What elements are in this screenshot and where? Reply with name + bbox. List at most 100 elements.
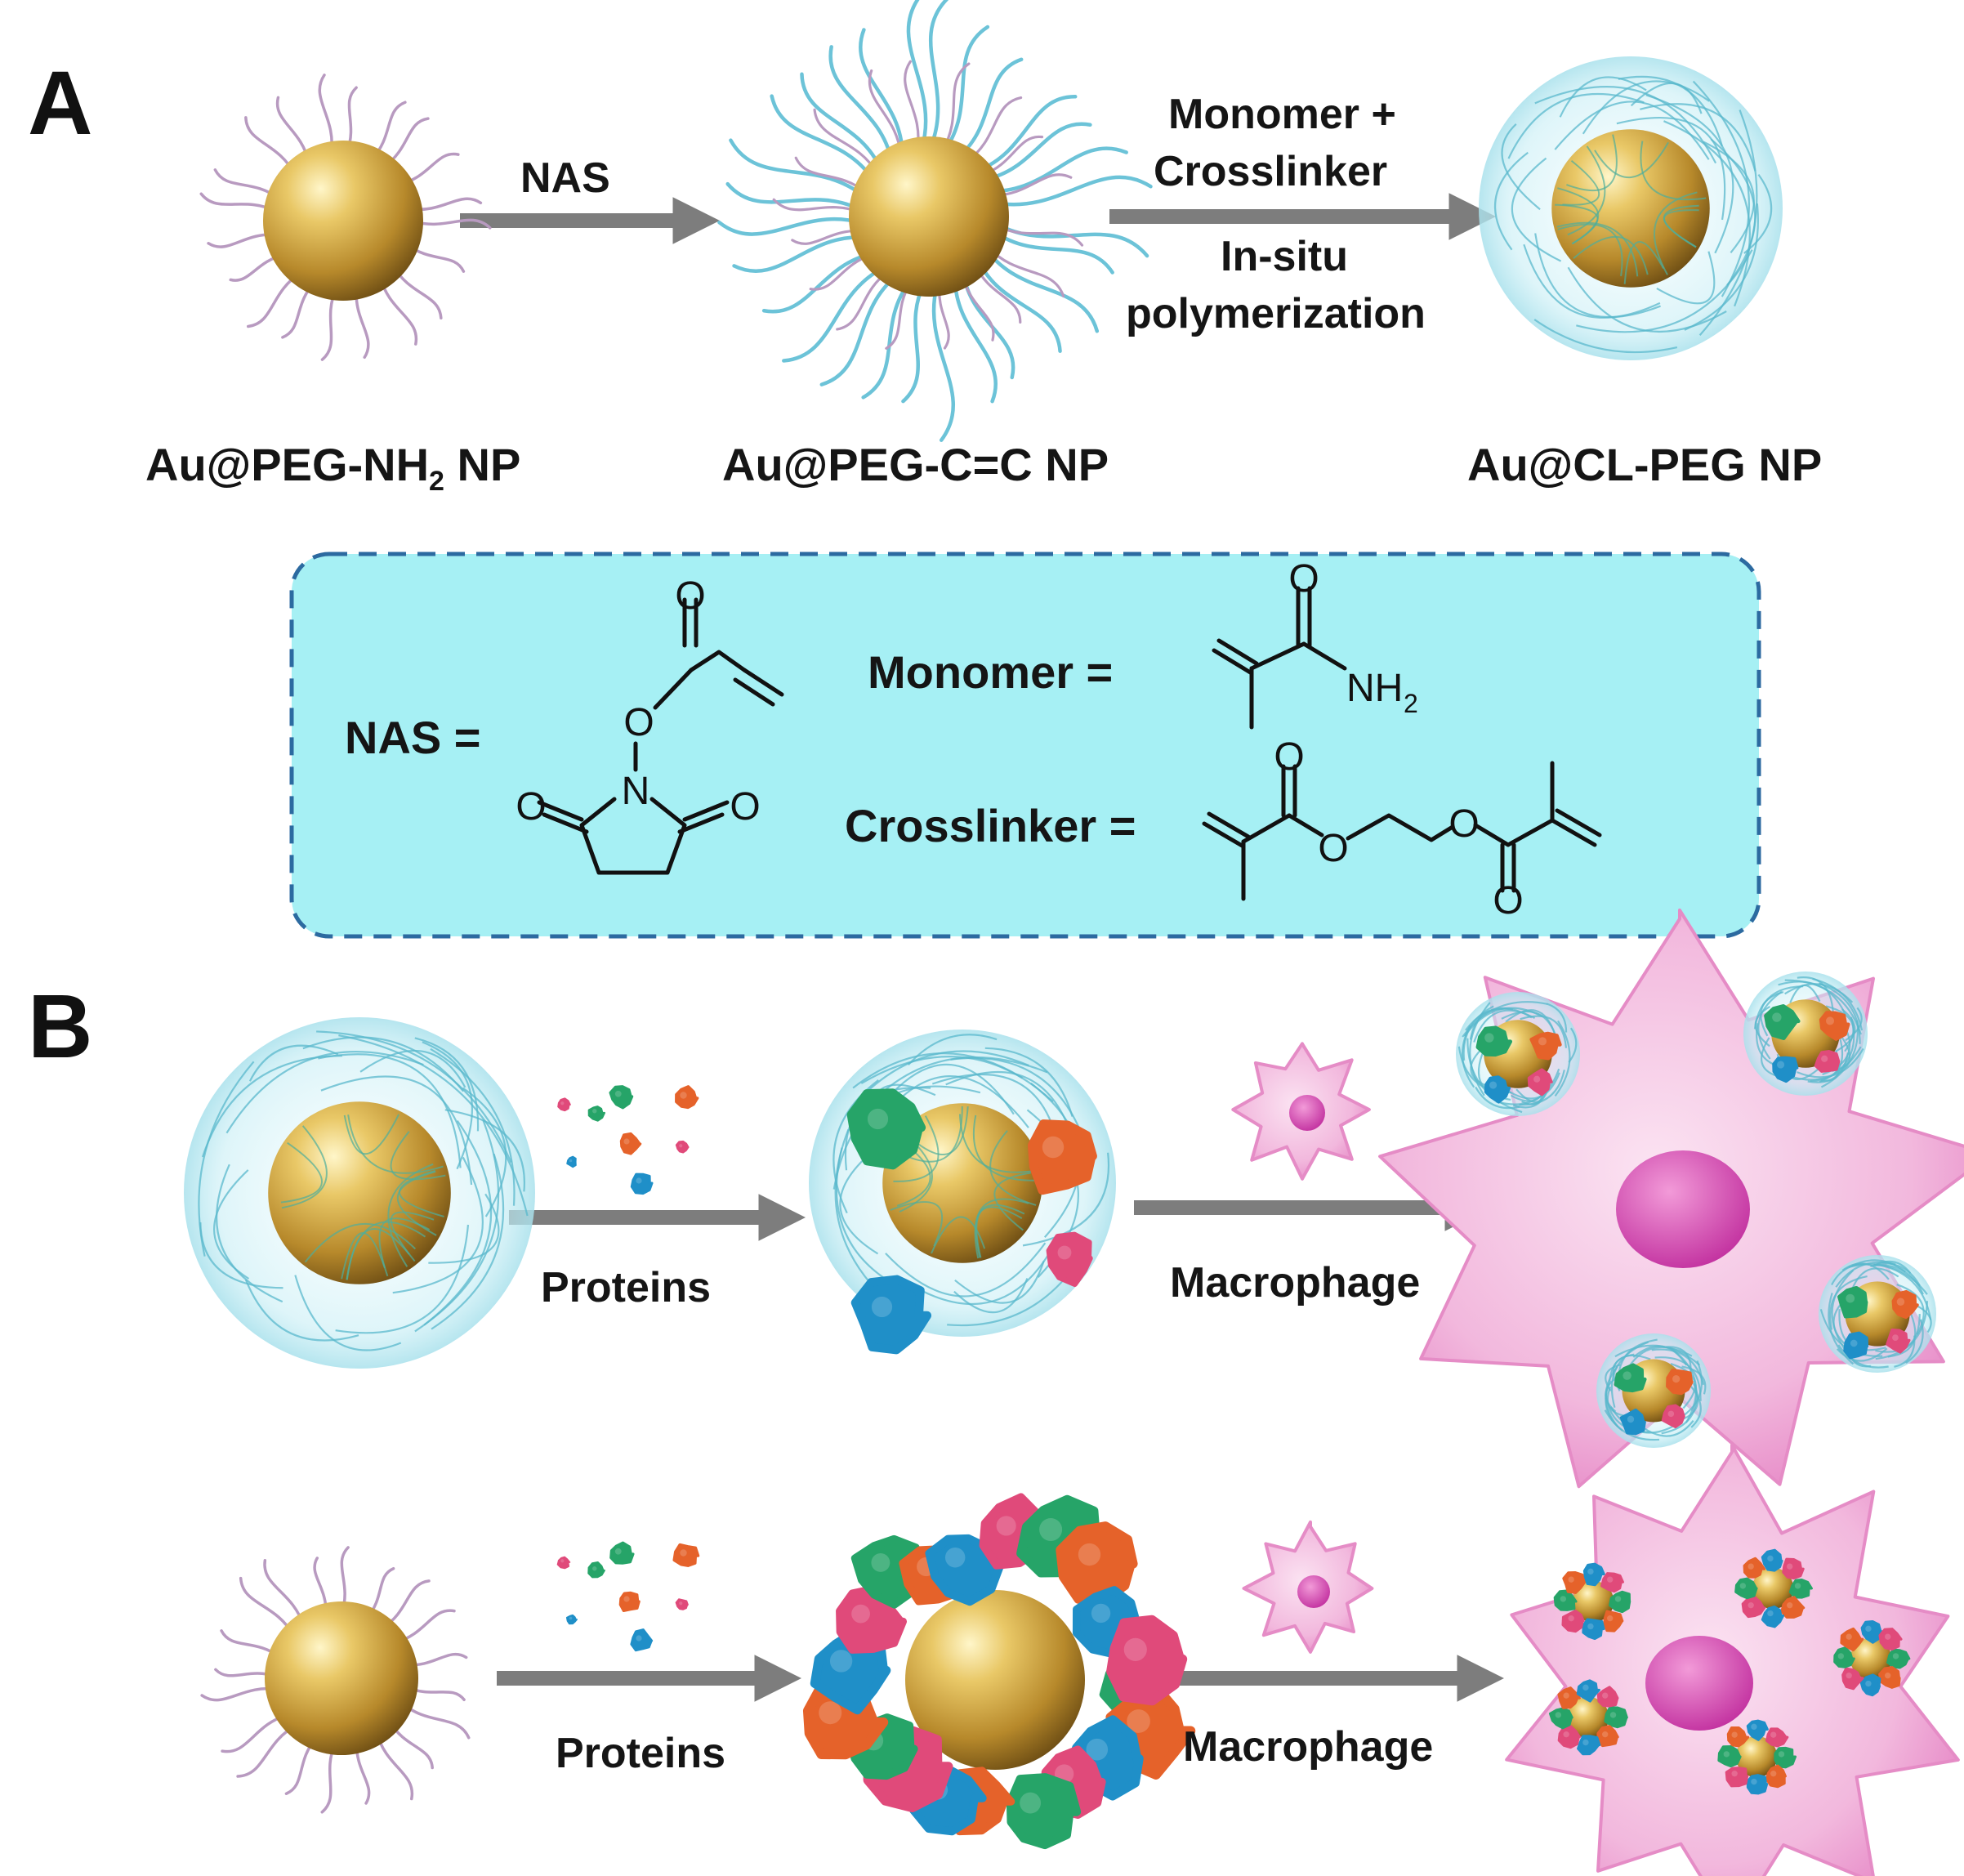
protein-blob: [1833, 1646, 1855, 1668]
protein-highlight: [1623, 1371, 1631, 1380]
gold-core: [1735, 1735, 1778, 1778]
crosslink-strand: [1784, 979, 1862, 1035]
protein-highlight: [569, 1159, 573, 1163]
crosslink-strand: [1875, 1301, 1929, 1360]
np-label-crosslinked: Au@CL-PEG NP: [1467, 439, 1823, 490]
protein-highlight: [1786, 1563, 1793, 1570]
protein-blob: [1600, 1572, 1624, 1593]
crosslink-strand: [984, 1047, 1074, 1117]
protein-highlight: [1601, 1731, 1609, 1738]
crosslink-strand: [1520, 1015, 1568, 1048]
protein-highlight: [560, 1559, 565, 1563]
crosslink-strand: [1640, 141, 1707, 201]
protein-highlight: [1739, 1583, 1747, 1589]
protein-highlight: [569, 1616, 573, 1620]
crosslink-strand: [1835, 1261, 1896, 1288]
protein-blob: [1614, 1363, 1647, 1393]
protein-blob: [1878, 1666, 1901, 1689]
crosslink-strand: [1887, 1313, 1917, 1358]
gold-core: [263, 141, 423, 301]
crosslink-strand: [347, 1114, 444, 1174]
gold-core: [882, 1103, 1042, 1263]
peg-alkene-ligand: [800, 72, 882, 171]
protein-blob: [566, 1155, 577, 1168]
protein-highlight: [1039, 1518, 1063, 1542]
crosslink-strand: [1594, 141, 1669, 179]
protein-highlight: [1614, 1596, 1622, 1602]
nucleus: [1297, 1575, 1330, 1608]
protein-highlight: [1767, 1555, 1774, 1562]
protein-blob: [1582, 1618, 1605, 1641]
crosslink-strand: [1656, 251, 1716, 305]
legend-nas-label: NAS =: [345, 712, 481, 763]
peg-alkene-ligand: [984, 122, 1092, 181]
crosslink-strand: [397, 1170, 437, 1236]
protein-blob: [846, 1088, 926, 1170]
peg-alkene-ligand: [976, 95, 1078, 172]
crosslink-strand: [1753, 985, 1804, 1030]
crosslink-strand: [1511, 157, 1562, 262]
protein-highlight: [1770, 1770, 1777, 1777]
peg-alkene-ligand: [725, 181, 864, 212]
gold-core: [1551, 129, 1710, 288]
crosslink-strand: [1757, 990, 1783, 1060]
crosslink-strand: [1786, 1046, 1862, 1081]
peg-ligand: [904, 60, 920, 151]
protein-blob: [556, 1556, 571, 1570]
protein-blob: [1619, 1408, 1646, 1436]
protein-blob: [1609, 1590, 1631, 1614]
protein-highlight: [1778, 1751, 1785, 1758]
crosslink-strand: [954, 1261, 1045, 1304]
protein-highlight: [1865, 1680, 1872, 1687]
legend-box: [289, 552, 1761, 939]
step-nas-label: NAS: [520, 154, 610, 202]
crosslink-strand: [1475, 1086, 1520, 1110]
crosslink-strand: [1828, 1293, 1855, 1365]
protein-blob: [1741, 1596, 1766, 1619]
legend-monomer-label: Monomer =: [868, 646, 1114, 698]
protein-blob: [1577, 1735, 1601, 1756]
crosslink-strand: [884, 1063, 1015, 1115]
protein-highlight: [1884, 1672, 1891, 1679]
protein-highlight: [1555, 1712, 1562, 1718]
peg-alkene-ligand: [943, 25, 990, 153]
peg-alkene-ligand: [985, 249, 1100, 333]
protein-highlight: [1533, 1075, 1541, 1083]
peg-ligand: [994, 224, 1084, 247]
protein-highlight: [871, 1553, 890, 1572]
peg-ligand: [941, 62, 971, 152]
crosslink-strand: [1666, 1346, 1692, 1374]
crosslink-strand: [909, 1106, 969, 1156]
crosslink-strand: [1507, 92, 1645, 159]
crosslink-strand: [1523, 243, 1661, 319]
protein-highlight: [1846, 1293, 1855, 1303]
protein-blob: [1046, 1231, 1093, 1287]
gold-core: [1572, 1580, 1614, 1623]
protein-blob: [850, 1275, 932, 1355]
crosslink-strand: [1533, 319, 1678, 354]
protein-blob: [618, 1591, 641, 1612]
protein-highlight: [1748, 1601, 1754, 1609]
protein-blob: [609, 1541, 635, 1565]
protein-highlight: [1794, 1583, 1801, 1589]
crosslink-strand: [294, 1275, 402, 1351]
peg-alkene-ligand: [901, 282, 926, 404]
peg-ligand: [988, 247, 1065, 298]
gold-core: [1850, 1637, 1892, 1680]
peg-alkene-ligand: [977, 260, 1062, 353]
crosslink-strand: [378, 1217, 431, 1277]
crosslink-strand: [346, 1221, 426, 1280]
crosslink-strand: [893, 1115, 940, 1182]
crosslink-strand: [1761, 1037, 1779, 1078]
protein-highlight: [1627, 1415, 1635, 1423]
peg-alkene-ligand: [931, 282, 956, 442]
peg-alkene-ligand: [732, 235, 866, 273]
crosslink-strand: [885, 1242, 1047, 1298]
crosslink-strand: [958, 1114, 1038, 1173]
crosslink-strand: [302, 1036, 465, 1092]
protein-highlight: [1772, 1012, 1782, 1022]
crosslink-strand: [1505, 1009, 1556, 1035]
crosslink-strand: [280, 1141, 323, 1204]
protein-blob: [672, 1543, 700, 1567]
protein-highlight: [1767, 1610, 1774, 1617]
